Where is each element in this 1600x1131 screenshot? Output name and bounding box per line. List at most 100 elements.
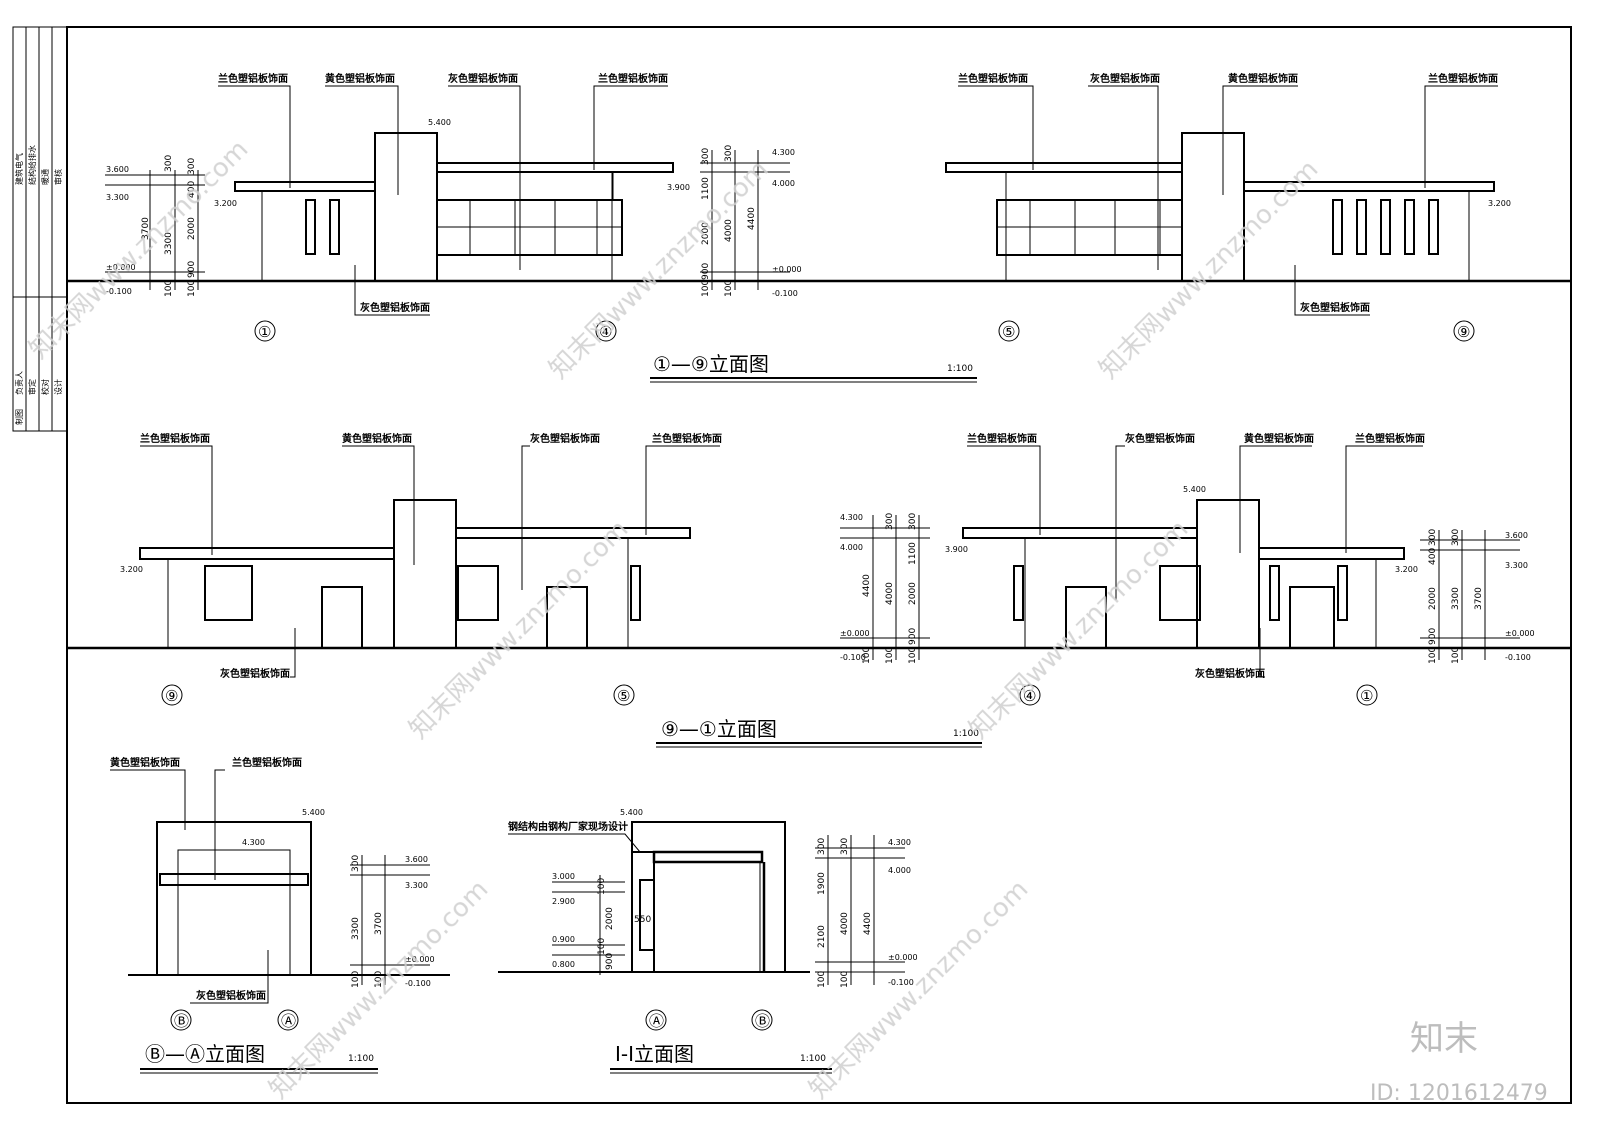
elevation-9-1: 兰色塑铝板饰面 黄色塑铝板饰面 灰色塑铝板饰面 兰色塑铝板饰面 灰色塑铝板饰面 … — [120, 432, 1535, 748]
svg-text:4.300: 4.300 — [888, 838, 911, 847]
svg-text:-0.100: -0.100 — [888, 978, 914, 987]
svg-text:知末网www.znzmo.com: 知末网www.znzmo.com — [24, 134, 255, 365]
tb-low-4: 设计 — [53, 379, 63, 395]
svg-text:300: 300 — [724, 145, 734, 162]
svg-text:100: 100 — [187, 280, 197, 297]
svg-text:400: 400 — [1428, 548, 1438, 565]
elev1-title: ①—⑨立面图 — [653, 352, 769, 376]
svg-text:4000: 4000 — [885, 582, 895, 605]
tb-col-2: 结构给排水 — [27, 145, 37, 185]
svg-text:3300: 3300 — [351, 917, 361, 940]
svg-text:300: 300 — [187, 158, 197, 175]
svg-text:4400: 4400 — [862, 574, 872, 597]
label-grey-4: 灰色塑铝板饰面 — [1300, 301, 1370, 314]
svg-text:3300: 3300 — [1451, 587, 1461, 610]
svg-text:钢结构由钢构厂家现场设计: 钢结构由钢构厂家现场设计 — [508, 820, 628, 833]
svg-text:3.900: 3.900 — [667, 183, 690, 192]
svg-text:黄色塑铝板饰面: 黄色塑铝板饰面 — [342, 432, 412, 445]
svg-text:3.600: 3.600 — [106, 165, 129, 174]
tb-col-3: 暖通 — [40, 169, 50, 185]
svg-text:3.300: 3.300 — [405, 881, 428, 890]
elev4-title: Ⅰ-Ⅰ立面图 — [615, 1042, 694, 1066]
svg-text:3.600: 3.600 — [405, 855, 428, 864]
svg-text:知末网www.znzmo.com: 知末网www.znzmo.com — [264, 874, 495, 1105]
elevation-1-9: 兰色塑铝板饰面 黄色塑铝板饰面 灰色塑铝板饰面 兰色塑铝板饰面 灰色塑铝板饰面 … — [105, 72, 1511, 383]
svg-text:400: 400 — [187, 181, 197, 198]
svg-text:灰色塑铝板饰面: 灰色塑铝板饰面 — [530, 432, 600, 445]
svg-text:2000: 2000 — [908, 582, 918, 605]
svg-text:⑨: ⑨ — [165, 687, 178, 705]
svg-text:知末网www.znzmo.com: 知末网www.znzmo.com — [544, 154, 775, 385]
tb-low-5: 制图 — [14, 409, 24, 425]
svg-text:⑨: ⑨ — [1457, 323, 1470, 341]
svg-text:-0.100: -0.100 — [405, 979, 431, 988]
svg-text:Ⓐ: Ⓐ — [281, 1012, 296, 1030]
svg-text:100: 100 — [724, 280, 734, 297]
svg-text:100: 100 — [597, 878, 607, 895]
elevation-b-a: 黄色塑铝板饰面 兰色塑铝板饰面 灰色塑铝板饰面 5.400 4.300 3.60… — [110, 756, 450, 1074]
label-blue-2: 兰色塑铝板饰面 — [598, 72, 668, 85]
svg-text:300: 300 — [1451, 529, 1461, 546]
svg-text:300: 300 — [1428, 529, 1438, 546]
svg-text:黄色塑铝板饰面: 黄色塑铝板饰面 — [1244, 432, 1314, 445]
svg-text:100: 100 — [164, 280, 174, 297]
svg-text:±0.000: ±0.000 — [888, 953, 918, 962]
svg-text:4.000: 4.000 — [772, 179, 795, 188]
svg-text:300: 300 — [701, 148, 711, 165]
svg-text:100: 100 — [817, 971, 827, 988]
svg-text:1100: 1100 — [908, 542, 918, 565]
right-wing-outline — [945, 132, 1495, 282]
label-grey-3: 灰色塑铝板饰面 — [1090, 72, 1160, 85]
svg-text:100: 100 — [351, 971, 361, 988]
svg-text:100: 100 — [908, 647, 918, 664]
svg-text:3.300: 3.300 — [106, 193, 129, 202]
svg-text:550: 550 — [634, 915, 651, 925]
svg-text:5.400: 5.400 — [620, 808, 643, 817]
svg-text:-0.100: -0.100 — [106, 287, 132, 296]
tb-low-3: 校对 — [40, 379, 50, 395]
svg-text:4400: 4400 — [747, 207, 757, 230]
right-wing-outline-2 — [962, 499, 1405, 649]
svg-text:3.200: 3.200 — [214, 199, 237, 208]
tb-col-4: 审核 — [53, 169, 63, 185]
label-yellow-1: 黄色塑铝板饰面 — [325, 72, 395, 85]
svg-text:900: 900 — [1428, 628, 1438, 645]
tb-low-1: 负责人 — [14, 371, 24, 395]
svg-text:Ⓑ: Ⓑ — [755, 1012, 770, 1030]
svg-text:⑤: ⑤ — [1002, 323, 1015, 341]
svg-text:Ⓐ: Ⓐ — [649, 1012, 664, 1030]
svg-text:3.200: 3.200 — [120, 565, 143, 574]
brand-logo: 知末 — [1410, 1019, 1478, 1059]
svg-text:黄色塑铝板饰面: 黄色塑铝板饰面 — [110, 756, 180, 769]
svg-text:100: 100 — [597, 938, 607, 955]
svg-text:300: 300 — [164, 155, 174, 172]
tb-low-2: 审定 — [27, 379, 37, 395]
label-grey-2: 灰色塑铝板饰面 — [360, 301, 430, 314]
svg-text:灰色塑铝板饰面: 灰色塑铝板饰面 — [220, 667, 290, 680]
svg-text:5.400: 5.400 — [302, 808, 325, 817]
image-id: ID: 1201612479 — [1370, 1081, 1548, 1106]
svg-text:兰色塑铝板饰面: 兰色塑铝板饰面 — [140, 432, 210, 445]
elev2-axes: ⑨ ⑤ ④ ① — [161, 684, 1378, 706]
svg-text:-0.100: -0.100 — [1505, 653, 1531, 662]
svg-text:3.000: 3.000 — [552, 872, 575, 881]
elev4-scale: 1:100 — [800, 1054, 826, 1064]
title-block: 建筑电气 结构给排水 暖通 审核 负责人 审定 校对 设计 制图 — [12, 26, 68, 432]
svg-text:900: 900 — [908, 628, 918, 645]
svg-text:知末网www.znzmo.com: 知末网www.znzmo.com — [1094, 154, 1325, 385]
elev2-title: ⑨—①立面图 — [661, 717, 777, 741]
svg-text:100: 100 — [862, 647, 872, 664]
svg-text:±0.000: ±0.000 — [772, 265, 802, 274]
svg-text:±0.000: ±0.000 — [1505, 629, 1535, 638]
svg-text:100: 100 — [1428, 647, 1438, 664]
svg-text:灰色塑铝板饰面: 灰色塑铝板饰面 — [1195, 667, 1265, 680]
svg-text:±0.000: ±0.000 — [106, 263, 136, 272]
svg-text:兰色塑铝板饰面: 兰色塑铝板饰面 — [232, 756, 302, 769]
svg-text:①: ① — [258, 323, 271, 341]
svg-text:知末网www.znzmo.com: 知末网www.znzmo.com — [964, 514, 1195, 745]
left-wing-outline — [234, 132, 674, 282]
label-blue-1: 兰色塑铝板饰面 — [218, 72, 288, 85]
sheet-border — [66, 26, 1572, 1104]
svg-text:1900: 1900 — [817, 872, 827, 895]
svg-text:3.200: 3.200 — [1395, 565, 1418, 574]
